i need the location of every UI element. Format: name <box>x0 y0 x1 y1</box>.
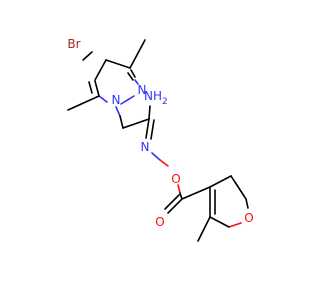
atom-labels: Br N N NH2 N O O O <box>67 37 253 229</box>
bond-c3-methyl <box>129 39 146 69</box>
bond-noxime-o-part <box>159 159 169 167</box>
bond-ch2-c <box>122 118 150 129</box>
bond-o-carbonyl-c <box>179 192 183 200</box>
bond-n2-n1 <box>120 95 135 105</box>
bond-n1-c5-part <box>98 95 108 103</box>
amidoxime-chain <box>115 105 211 214</box>
bond-carbonyl-c-o <box>167 198 183 214</box>
bond-furan-c3-c4 <box>209 175 232 188</box>
atom-label-br: Br <box>67 37 80 51</box>
bond-c4-center <box>94 59 107 81</box>
bond-furan-c2-c3-part <box>209 216 230 228</box>
nh2-main: NH <box>144 89 162 103</box>
pyrazole-ring <box>82 51 139 105</box>
bond-c5-c4 <box>94 80 100 97</box>
bond-o-carbonyl-c-part <box>177 184 181 194</box>
furan-ring <box>197 175 249 242</box>
bond-br-c4 <box>82 51 93 61</box>
molecule-diagram: Br N N NH2 N O O O <box>67 37 254 242</box>
structure-svg: Br N N NH2 N O O O <box>67 37 254 242</box>
bond-c5-c4-double <box>88 81 93 94</box>
bond-carbonyl-c-o-double <box>164 194 180 210</box>
atom-label-n2: N <box>138 83 147 97</box>
bond-noxime-o <box>151 152 161 161</box>
atom-label-nh2: NH2 <box>144 89 168 107</box>
bond-furan-methyl <box>197 216 211 242</box>
bond-furan-c5-o <box>245 198 249 209</box>
bond-c-noxime-double <box>150 119 155 140</box>
bond-c3-n2-double <box>127 72 134 81</box>
bond-c4-c3 <box>105 59 131 69</box>
bond-furan-o-c2 <box>228 222 242 228</box>
bond-carbonyl-furan <box>181 186 211 200</box>
bond-c3-n2 <box>130 69 136 78</box>
nh2-subscript: 2 <box>162 97 168 107</box>
bond-c5-methyl <box>67 95 100 111</box>
bond-c-nh2 <box>148 105 151 120</box>
pyrazole-methyls <box>67 39 146 111</box>
atom-label-o-furan: O <box>244 211 253 225</box>
atom-label-o-link: O <box>171 172 180 186</box>
bond-n1-ch2 <box>119 115 124 129</box>
bond-c-noxime <box>145 118 150 139</box>
atom-label-n1: N <box>112 93 121 107</box>
bond-furan-c4-c5-double <box>234 181 245 197</box>
bond-n2-n-part <box>134 79 139 85</box>
bond-n1-ch2-part <box>115 106 121 117</box>
atom-label-o-carbonyl: O <box>155 215 164 229</box>
atom-label-n-oxime: N <box>141 140 150 154</box>
